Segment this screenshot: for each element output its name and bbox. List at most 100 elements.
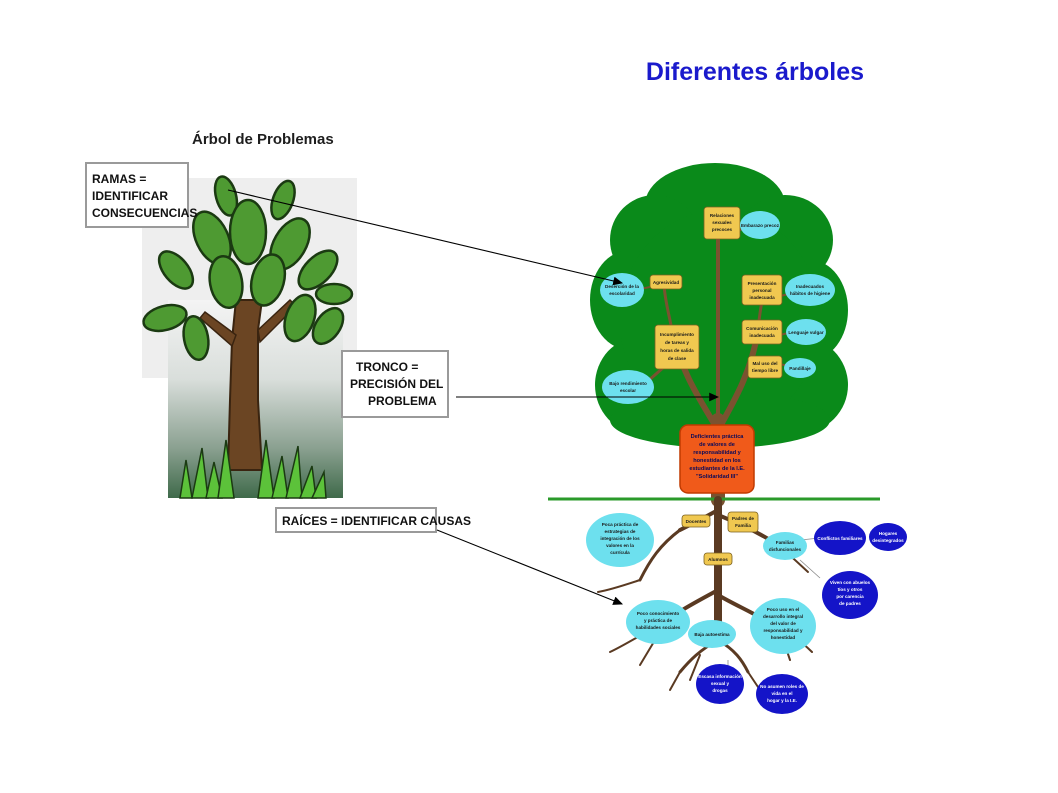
core-problem-box [679,424,755,494]
cause-text: estrategias de [605,529,636,534]
cause-text: disfuncionales [769,547,802,552]
grass-blade [310,469,327,499]
cause-node [727,511,759,533]
consequence-node [649,274,683,290]
tronco-label-box: TRONCO = PRECISIÓN DEL PROBLEMA [341,350,449,418]
leaf [283,293,317,343]
core-problem-text: Deficientes práctica de valores de respo… [689,434,745,480]
core-line: "Solidaridad III" [696,474,738,480]
cause-text: sexual y [711,681,730,686]
cause-node [822,571,878,619]
consequence-text: escolar [620,388,636,393]
cause-node [688,620,736,648]
consequence-text: Comunicación [746,326,778,331]
cause-text: Familias [776,540,795,545]
arrow-raices [436,529,624,605]
problem-tree-heading: Árbol de Problemas [192,131,334,148]
grass-blade [191,447,209,499]
leaf [270,179,296,221]
core-line: estudiantes de la I.E. [689,466,745,472]
cause-text: Poco uso en el [767,607,799,612]
consequence-node [785,274,835,306]
cause-node [763,532,807,560]
cause-node [586,513,654,567]
ramas-line-3: CONSECUENCIAS [92,206,197,220]
cause-nodes: Poca práctica de estrategias de integrac… [586,511,907,714]
tronco-line-3: PROBLEMA [368,394,437,408]
cause-text: Padres de [732,516,754,521]
cause-text: por carencia [836,594,864,599]
tree-leaves [142,175,354,362]
core-line: de valores de [699,442,735,448]
leaf [314,282,354,306]
cause-text: Poca práctica de [602,522,639,527]
cause-text: honestidad [771,635,796,640]
root [689,654,701,681]
consequence-text: Embarazo precoz [741,223,780,228]
grass-blade [217,439,235,499]
consequence-text: de clase [668,356,687,361]
ramas-box-frame [85,162,189,228]
cause-text: vida en el [772,691,793,696]
cause-node [814,521,866,555]
arrow-ramas [227,189,624,286]
cause-text: de padres [839,601,861,606]
cause-text: y práctica de [644,618,673,623]
cause-text: Conflictos familiares [817,536,863,541]
consequence-text: escolaridad [609,291,635,296]
consequence-text: Bajo rendimiento [609,381,647,386]
consequence-node [600,273,644,307]
cause-text: Familia [735,523,751,528]
cause-text: Hogares [879,531,898,536]
cause-text: integración de los [600,536,640,541]
cause-text: hogar y la I.E. [767,698,797,703]
ramas-line-1: RAMAS = [92,172,146,186]
ramas-line-2: IDENTIFICAR [92,189,168,203]
leaf [208,254,244,310]
core-line: Deficientes práctica [691,434,745,440]
cause-text: Alumnos [708,557,728,562]
cause-node [869,523,907,551]
cause-node [703,552,733,566]
cause-text: habilidades sociales [636,625,681,630]
cause-text: drogas [712,688,728,693]
leaf [157,250,195,290]
cause-node [750,598,816,654]
consequence-text: inadecuada [749,295,775,300]
consequence-text: de tareas y [665,340,689,345]
grass-blade [298,465,317,499]
connector [799,559,821,579]
consequence-node [654,324,700,370]
consequence-text: personal [752,288,771,293]
consequence-node [786,319,826,345]
consequence-node [741,319,783,345]
ramas-label-box: RAMAS = IDENTIFICAR CONSECUENCIAS [85,162,197,228]
leaf [142,303,188,333]
consequence-text: sexuales [712,220,732,225]
consequence-text: Incumplimiento [660,332,694,337]
consequence-text: horas de salida [660,348,694,353]
consequence-text: precoces [712,227,733,232]
leaf [213,175,239,217]
cause-text: desintegrados [872,538,904,543]
cause-text: Docentes [686,519,707,524]
leaf [297,249,339,291]
problem-tree-diagram: Deficientes práctica de valores de respo… [548,163,907,714]
grass-blade [285,445,303,499]
consequence-node [784,358,816,378]
cause-text: responsabilidad y [763,628,803,633]
raices-label-box: RAÍCES = IDENTIFICAR CAUSAS [275,507,471,533]
raices-box-frame [275,507,437,533]
cause-text: valores en la [606,543,634,548]
consequence-text: inadecuada [749,333,775,338]
consequence-text: tiempo libre [752,368,778,373]
core-line: responsabilidad y [693,450,741,456]
mapping-arrows [227,189,720,605]
grass-blade [271,455,289,499]
grass-blade [257,439,275,499]
consequence-text: Mal uso del [752,361,777,366]
tronco-box-frame [341,350,449,418]
leaf [249,253,287,307]
grass-blade [205,461,223,499]
consequence-node [602,370,654,404]
